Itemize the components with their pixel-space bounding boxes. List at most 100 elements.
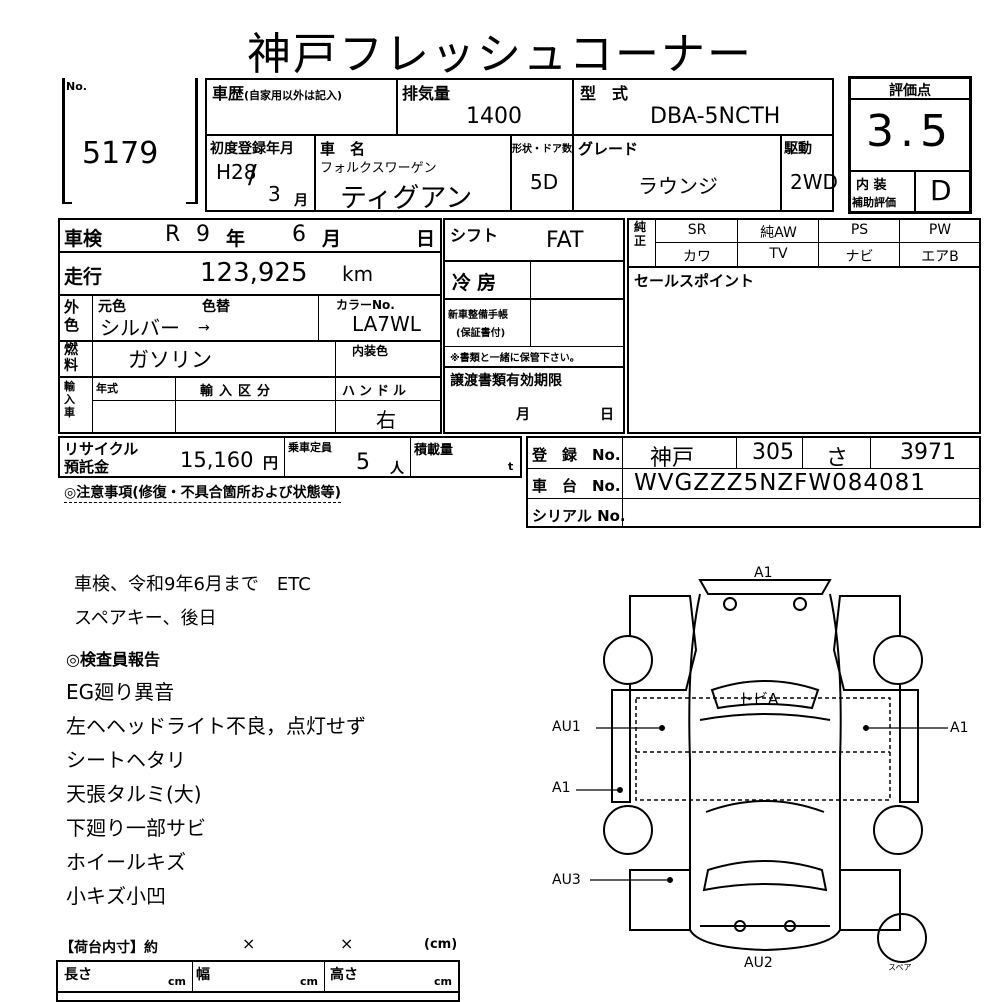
interior-label: 内 装 [856, 178, 887, 193]
spare-tire [877, 913, 927, 963]
inspection-era: R [165, 222, 181, 247]
reg-class: 305 [752, 440, 794, 465]
diagram-spare-label: スペア [888, 963, 912, 972]
rear-window [702, 860, 828, 892]
windshield [710, 680, 820, 710]
registration-grid [526, 436, 981, 528]
inspector-item: ホイールキズ [66, 850, 186, 874]
cargo-label: 【荷台内寸】約 [60, 940, 158, 956]
equip-navi: ナビ [845, 249, 874, 265]
car-name-label: 車 名 [320, 140, 366, 158]
spec-grid [58, 218, 442, 434]
interior-sub-label: 補助評価 [852, 196, 896, 209]
lot-bracket-left [62, 78, 65, 204]
score-box [848, 76, 972, 214]
lot-label: No. [66, 80, 87, 93]
wheel-rear-left [603, 805, 653, 855]
lot-number: 5179 [82, 136, 159, 171]
history-note: (自家用以外は記入) [244, 89, 343, 102]
front-bumper [698, 579, 832, 595]
inspection-year: 9 [196, 222, 210, 247]
diagram-left-rear-label: AU3 [552, 872, 581, 888]
fuel-side-label: 燃料 [64, 342, 78, 374]
aircon-label: 冷房 [452, 272, 503, 294]
interior-score: D [930, 174, 952, 207]
inspector-item: 左ヘヘッドライト不良，点灯せず [66, 714, 366, 738]
wheel-rear-right [873, 805, 923, 855]
inspector-item: シートヘタリ [66, 748, 186, 772]
equip-leather: カワ [683, 249, 711, 265]
left-rocker [611, 689, 631, 803]
inspector-item: EG廻り異音 [66, 680, 175, 704]
inspector-label: ◎検査員報告 [66, 650, 160, 669]
diagram-rear-label: AU2 [744, 955, 773, 971]
diagram-roof-label: トビA [738, 690, 779, 708]
color-side-label: 外色 [64, 298, 80, 334]
color-code: LA7WL [352, 312, 421, 336]
diagram-left-side-label: A1 [552, 780, 571, 796]
wheel-front-right [873, 635, 923, 685]
diagram-front-label: A1 [754, 565, 773, 581]
drive-value: 2WD [790, 170, 838, 194]
first-reg-year: H28 [216, 160, 257, 184]
car-name-value: ティグアン [340, 183, 473, 214]
inspector-item: 天張タルミ(大) [66, 782, 202, 806]
diagram-left-front-label: AU1 [552, 719, 581, 735]
reg-kana: さ [826, 446, 849, 471]
inspection-month: 6 [292, 222, 306, 247]
import-side-label: 輸入車 [64, 380, 75, 419]
reg-place: 神戸 [650, 446, 695, 471]
shift-grid [443, 218, 625, 434]
grade-value: ラウンジ [638, 174, 718, 198]
left-rear-quarter [629, 869, 691, 931]
mileage-label: 走行 [64, 266, 103, 288]
caution-label: ◎注意事項(修復・不具合箇所および状態等) [64, 482, 342, 503]
headlight-right [793, 597, 807, 611]
cargo-grid [56, 960, 460, 1002]
mileage-value: 123,925 [200, 258, 308, 288]
score-value: 3.5 [866, 106, 954, 157]
wheel-front-left [603, 635, 653, 685]
body-outline [688, 593, 842, 952]
equip-aw: 純AW [760, 225, 797, 241]
recycle-row [58, 436, 522, 478]
inspection-label: 車検 [64, 228, 103, 250]
inspector-item: 下廻り一部サビ [66, 816, 206, 840]
equipment-grid [627, 218, 981, 434]
score-label: 評価点 [889, 83, 931, 99]
note-2: スペアキー、後日 [74, 608, 217, 629]
first-reg-month-unit: 月 [294, 193, 308, 209]
model-code-value: DBA-5NCTH [650, 104, 781, 129]
history-label: 車歴 [212, 84, 245, 103]
transfer-label: 譲渡書類有効期限 [450, 373, 562, 389]
recycle-value: 15,160 [180, 448, 254, 472]
sales-point-label: セールスポイント [634, 272, 755, 290]
fuel-value: ガソリン [128, 348, 212, 372]
model-code-label: 型 式 [580, 84, 629, 103]
capacity-value: 5 [356, 450, 370, 475]
right-rear-quarter [839, 869, 901, 931]
headlight-left [723, 597, 737, 611]
equip-tv: TV [769, 246, 788, 262]
equip-sr: SR [687, 222, 707, 238]
displacement-value: 1400 [466, 104, 522, 129]
inspector-item: 小キズ小凹 [66, 884, 166, 908]
shift-value: FAT [546, 228, 584, 253]
drive-label: 駆動 [784, 141, 812, 157]
car-diagram [576, 579, 948, 963]
displacement-label: 排気量 [402, 84, 451, 103]
diagram-right-front-label: A1 [950, 720, 969, 736]
car-maker: フォルクスワーゲン [320, 161, 437, 176]
shift-label: シフト [450, 226, 499, 245]
equip-ps: PS [850, 222, 869, 238]
handle-value: 右 [376, 408, 396, 432]
doors-label: 形状・ドア数 [512, 144, 572, 155]
lot-bracket-right [195, 78, 198, 204]
equip-pw: PW [928, 222, 952, 238]
doors-value: 5D [530, 170, 559, 194]
color-value: シルバー [100, 316, 180, 340]
equip-airbag: エアB [921, 249, 959, 265]
chassis-number: WVGZZZ5NZFW084081 [634, 470, 926, 496]
note-1: 車検、令和9年6月まで ETC [74, 574, 311, 595]
grade-label: グレード [578, 140, 639, 158]
